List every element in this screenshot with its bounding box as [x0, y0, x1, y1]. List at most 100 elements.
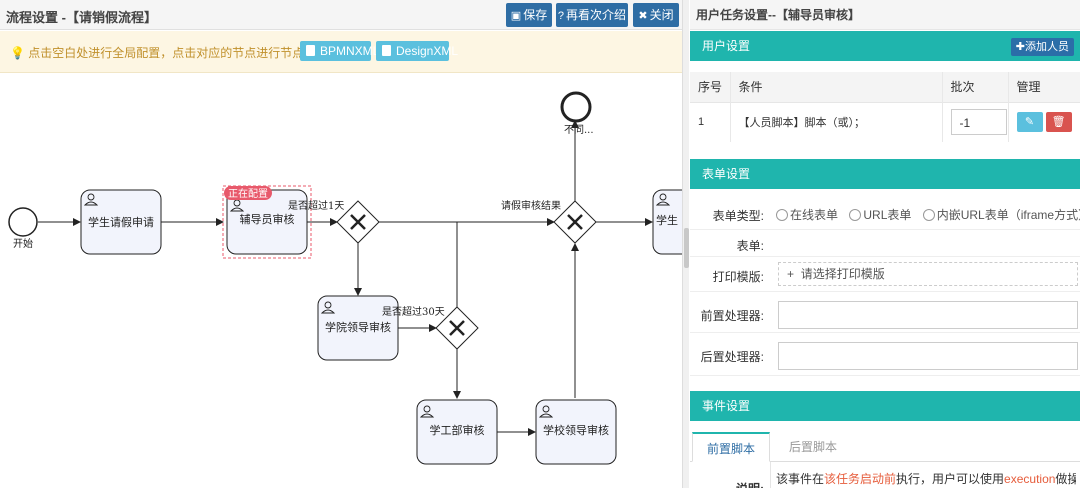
flow-label-result: 请假审核结果 [501, 199, 561, 212]
form-type-label: 表单类型: [712, 209, 764, 223]
task-college-leader[interactable]: 学院领导审核 [317, 295, 399, 361]
user-icon [419, 405, 435, 418]
user-icon [83, 193, 99, 206]
flow-label-over-30-days: 是否超过30天 [382, 305, 445, 318]
task-student-apply[interactable]: 学生请假申请 [80, 189, 162, 255]
end-label: 不同... [564, 124, 594, 136]
scrollbar-thumb[interactable] [684, 228, 689, 268]
designer-header: 流程设置 -【请销假流程】 ▣保存 ?再看次介绍 ✖关闭 [0, 0, 682, 30]
flow-label-over-1-day: 是否超过1天 [288, 199, 344, 212]
task-settings-title: 用户任务设置--【辅导员审核】 [690, 0, 1080, 30]
form-label: 表单: [736, 239, 764, 253]
batch-input[interactable]: -1 [950, 109, 1007, 136]
file-icon [306, 45, 315, 56]
config-badge [224, 186, 272, 200]
user-icon [320, 301, 336, 314]
form-settings-title: 表单设置 [702, 167, 751, 181]
print-template-select[interactable]: + 请选择打印模版 [778, 262, 1078, 286]
tip-bar: 💡 点击空白处进行全局配置，点击对应的节点进行节点配置 BPMNXML Desi… [0, 31, 682, 73]
trash-icon: 🗑 [1051, 116, 1066, 129]
form-settings-header: 表单设置 [690, 159, 1080, 189]
radio-iframe-form[interactable] [922, 209, 935, 221]
save-icon: ▣ [510, 10, 522, 22]
event-tabs: 前置脚本 后置脚本 [690, 428, 1080, 462]
edit-button[interactable]: ✎ [1016, 112, 1043, 133]
gateway-over-30-days[interactable] [435, 306, 479, 350]
pre-processor-row: 前置处理器: [690, 293, 1080, 333]
column-header: 序号 [690, 72, 731, 102]
user-icon [538, 405, 554, 418]
form-type-row: 表单类型: 在线表单 URL表单 内嵌URL表单（iframe方式） [690, 200, 1080, 230]
end-event[interactable] [560, 91, 592, 123]
edit-icon: ✎ [1024, 116, 1035, 129]
column-header: 管理 [1008, 72, 1080, 102]
batch-cell: -1 [942, 101, 1009, 142]
gateway-over-1-day[interactable] [336, 200, 380, 244]
exclusive-gateway-icon [449, 320, 465, 336]
intro-button[interactable]: ?再看次介绍 [556, 3, 628, 27]
save-button[interactable]: ▣保存 [506, 3, 552, 27]
task-label: 学院领导审核 [325, 320, 391, 334]
task-label: 辅导员审核 [240, 212, 295, 226]
add-user-button[interactable]: ✚添加人员 [1010, 38, 1074, 56]
bpmn-canvas[interactable]: 开始 不同... 学生请假申请 辅导员审核 正在配置 [0, 74, 682, 488]
radio-online-form[interactable] [776, 209, 788, 221]
user-settings-title: 用户设置 [702, 39, 751, 53]
task-counselor[interactable]: 辅导员审核 正在配置 [222, 185, 312, 259]
column-header: 批次 [942, 72, 1009, 102]
exclusive-gateway-icon [350, 214, 366, 230]
post-processor-label: 后置处理器: [700, 350, 764, 364]
start-event[interactable] [8, 207, 38, 237]
radio-url-form[interactable] [849, 209, 862, 221]
tip-text: 💡 点击空白处进行全局配置，点击对应的节点进行节点配置 [10, 46, 329, 60]
exclusive-gateway-icon [567, 214, 583, 230]
help-icon: ? [557, 10, 565, 22]
post-processor-input[interactable] [778, 342, 1078, 370]
tab-post-script[interactable]: 后置脚本 [788, 440, 837, 454]
row-condition: 【人员脚本】脚本（或）； [730, 101, 943, 142]
user-table: 序号 条件 批次 管理 1 【人员脚本】脚本（或）； -1 ✎ 🗑 [690, 72, 1080, 142]
task-label: 学生 [656, 213, 678, 227]
manage-cell: ✎ 🗑 [1008, 101, 1080, 142]
panel-scrollbar[interactable] [682, 0, 689, 488]
delete-button[interactable]: 🗑 [1045, 112, 1072, 133]
bpmn-xml-button[interactable]: BPMNXML [300, 41, 379, 61]
sequence-flows [38, 120, 653, 436]
form-type-options: 在线表单 URL表单 内嵌URL表单（iframe方式） [776, 206, 1080, 223]
start-label: 开始 [13, 237, 33, 250]
plus-icon: + [787, 267, 795, 281]
column-header: 条件 [730, 72, 943, 102]
task-school-leader[interactable]: 学校领导审核 [535, 399, 617, 465]
config-badge-label: 正在配置 [228, 188, 268, 200]
pre-processor-input[interactable] [778, 301, 1078, 329]
event-settings-header: 事件设置 [690, 391, 1080, 421]
plus-icon: ✚ [1015, 41, 1025, 53]
close-button[interactable]: ✖关闭 [633, 3, 679, 27]
tab-pre-script[interactable]: 前置脚本 [692, 432, 770, 462]
pre-processor-label: 前置处理器: [700, 309, 764, 323]
task-partial[interactable]: 学生 [652, 189, 682, 255]
post-processor-row: 后置处理器: [690, 334, 1080, 376]
row-index: 1 [690, 101, 731, 142]
event-settings-title: 事件设置 [702, 399, 751, 413]
close-icon: ✖ [638, 10, 648, 22]
table-row: 1 【人员脚本】脚本（或）； -1 ✎ 🗑 [690, 101, 1080, 142]
task-student-affairs[interactable]: 学工部审核 [416, 399, 498, 465]
file-icon [382, 45, 391, 56]
design-xml-button[interactable]: DesignXML [376, 41, 458, 61]
description-label: 说明: [736, 480, 764, 488]
gateway-result[interactable] [553, 200, 597, 244]
task-label: 学校领导审核 [543, 423, 609, 437]
form-row: 表单: [690, 231, 1080, 257]
print-template-row: 打印模版: + 请选择打印模版 [690, 258, 1080, 292]
desc-divider [770, 462, 771, 488]
user-settings-header: 用户设置 ✚添加人员 [690, 31, 1080, 61]
page-title: 流程设置 -【请销假流程】 [6, 10, 157, 25]
task-label: 学生请假申请 [88, 215, 154, 229]
task-label: 学工部审核 [430, 423, 485, 437]
process-designer-panel: 流程设置 -【请销假流程】 ▣保存 ?再看次介绍 ✖关闭 💡 点击空白处进行全局… [0, 0, 682, 488]
description-text: 该事件在该任务启动前执行，用户可以使用execution做操作。例 [776, 472, 1076, 486]
print-template-label: 打印模版: [712, 270, 764, 284]
lightbulb-icon: 💡 [10, 46, 25, 60]
task-settings-panel: 用户任务设置--【辅导员审核】 用户设置 ✚添加人员 序号 条件 批次 管理 1… [690, 0, 1080, 488]
